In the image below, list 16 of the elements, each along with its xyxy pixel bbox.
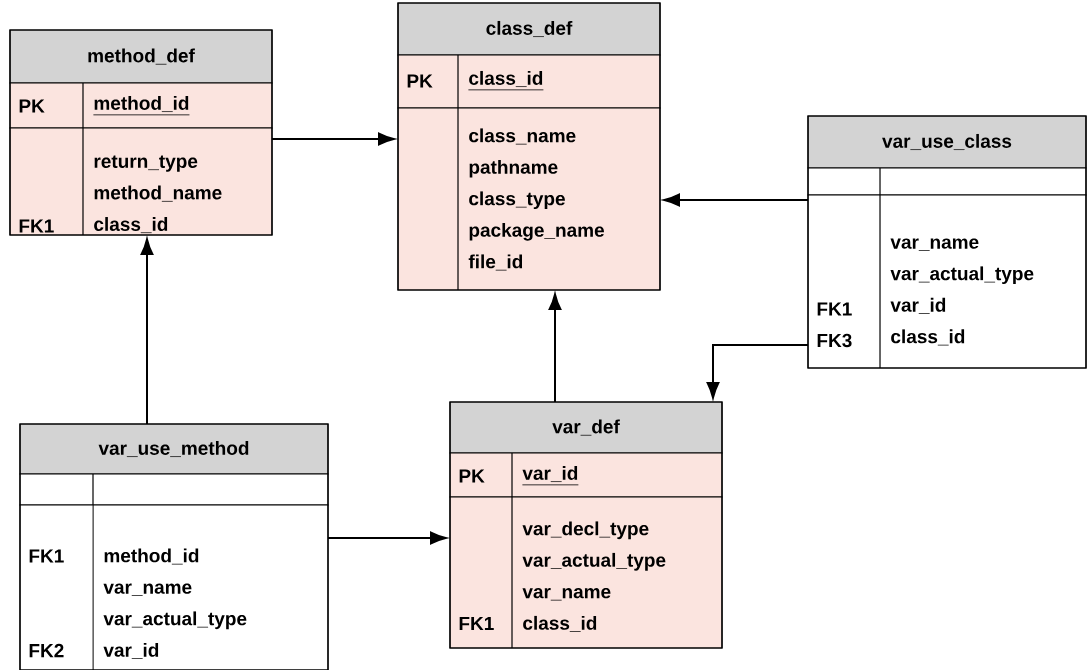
arrow xyxy=(548,293,562,403)
key-compartment: PK var_id xyxy=(449,452,723,498)
empty-compartment xyxy=(19,473,329,506)
empty-compartment xyxy=(807,167,1087,196)
arrow xyxy=(140,238,154,425)
key-compartment: PK method_id xyxy=(9,82,273,129)
arrow xyxy=(327,531,447,545)
table-header: class_def xyxy=(397,2,661,56)
arrow xyxy=(706,344,809,399)
table-header: var_def xyxy=(449,401,723,454)
arrow xyxy=(271,132,395,146)
table-header: var_use_class xyxy=(807,115,1087,169)
table-header: method_def xyxy=(9,29,273,84)
arrow xyxy=(663,193,809,207)
table-header: var_use_method xyxy=(19,423,329,475)
key-compartment: PK class_id xyxy=(397,54,661,109)
